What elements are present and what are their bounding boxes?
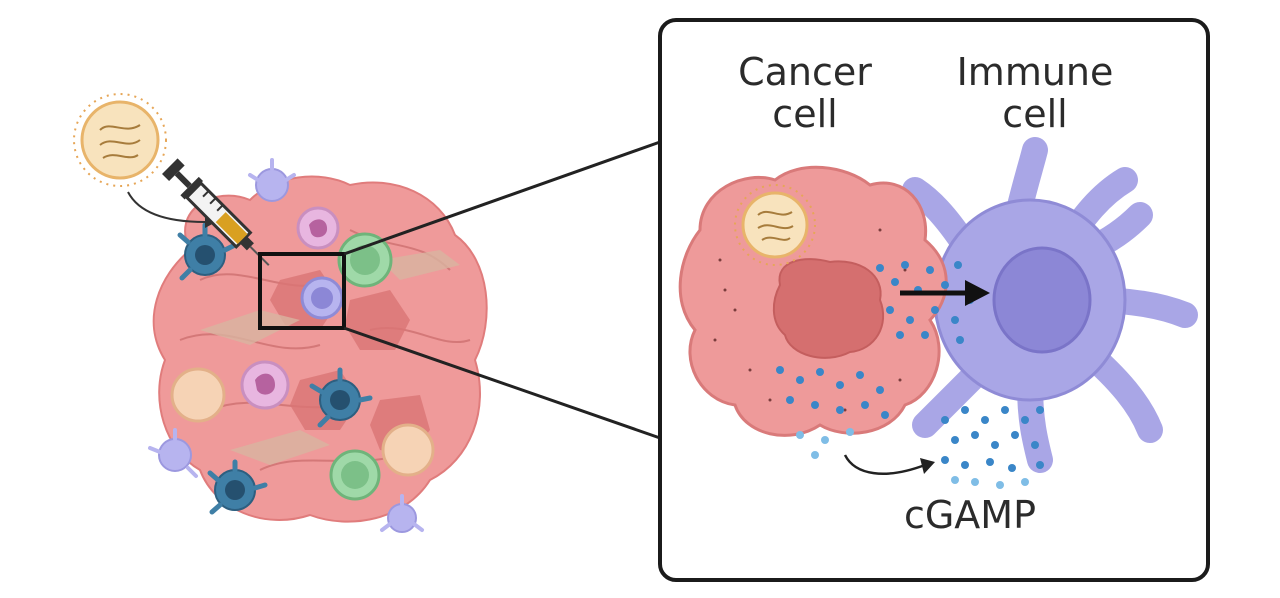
virus-in-cell-icon: [734, 184, 816, 266]
virus-to-syringe-arrow: [127, 191, 206, 223]
virus-particle-icon: [73, 93, 167, 187]
cancer-cell-label: Cancer cell: [720, 50, 890, 136]
immune-cell-label-line1: Immune: [956, 50, 1114, 94]
zoom-connector-bottom: [343, 326, 661, 440]
cgamp-molecules: [776, 261, 1044, 489]
syringe-icon: [162, 158, 270, 266]
cgamp-release-arrow: [843, 454, 935, 475]
tumor-mass: [148, 158, 488, 533]
immune-cell-illustration: [902, 137, 1198, 473]
zoom-region-box: [258, 252, 346, 330]
zoom-connector-top: [343, 140, 661, 256]
cgamp-label: cGAMP: [903, 493, 1037, 537]
cancer-cell-illustration: [678, 165, 948, 437]
immune-cell-label: Immune cell: [935, 50, 1135, 136]
cancer-cell-label-line1: Cancer: [738, 50, 872, 94]
cancer-cell-label-line2: cell: [772, 91, 838, 136]
immune-cell-label-line2: cell: [1002, 91, 1068, 136]
transfer-arrow: [900, 280, 990, 306]
